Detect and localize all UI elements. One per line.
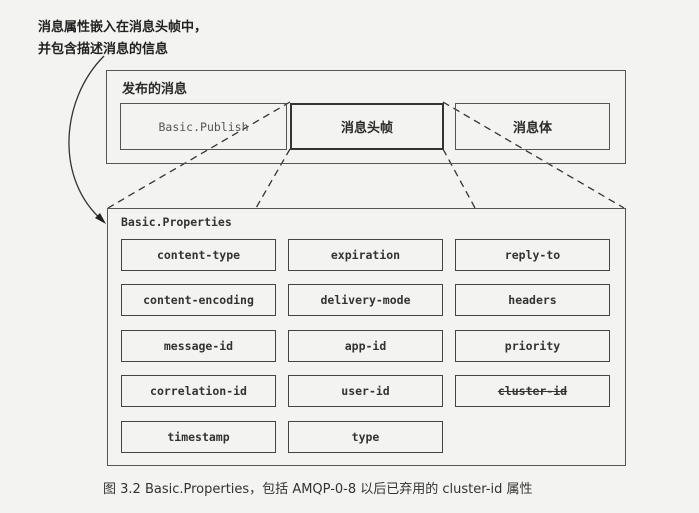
- property-cluster-id-deprecated: cluster-id: [455, 375, 610, 407]
- body-frame-box: 消息体: [455, 103, 610, 150]
- basic-properties-box: [107, 208, 626, 466]
- property-correlation-id: correlation-id: [121, 375, 276, 407]
- basic-properties-title: Basic.Properties: [121, 215, 232, 229]
- published-message-title: 发布的消息: [122, 82, 188, 97]
- annotation-line-2: 并包含描述消息的信息: [38, 42, 169, 57]
- property-type: type: [288, 421, 443, 453]
- dashed-expand-line: [442, 101, 625, 209]
- property-reply-to: reply-to: [455, 239, 610, 271]
- header-frame-box: 消息头帧: [290, 103, 444, 150]
- property-content-encoding: content-encoding: [121, 284, 276, 316]
- property-priority: priority: [455, 330, 610, 362]
- figure-caption: 图 3.2 Basic.Properties，包括 AMQP-0-8 以后已弃用…: [103, 482, 533, 497]
- published-message-box: [106, 70, 626, 164]
- property-expiration: expiration: [288, 239, 443, 271]
- arrow-head-icon: [95, 213, 106, 224]
- property-content-type: content-type: [121, 239, 276, 271]
- property-timestamp: timestamp: [121, 421, 276, 453]
- property-headers: headers: [455, 284, 610, 316]
- property-user-id: user-id: [288, 375, 443, 407]
- callout-arrow: [68, 55, 105, 222]
- basic-publish-box: Basic.Publish: [120, 103, 287, 150]
- property-app-id: app-id: [288, 330, 443, 362]
- property-delivery-mode: delivery-mode: [288, 284, 443, 316]
- property-message-id: message-id: [121, 330, 276, 362]
- annotation-line-1: 消息属性嵌入在消息头帧中，: [38, 20, 208, 35]
